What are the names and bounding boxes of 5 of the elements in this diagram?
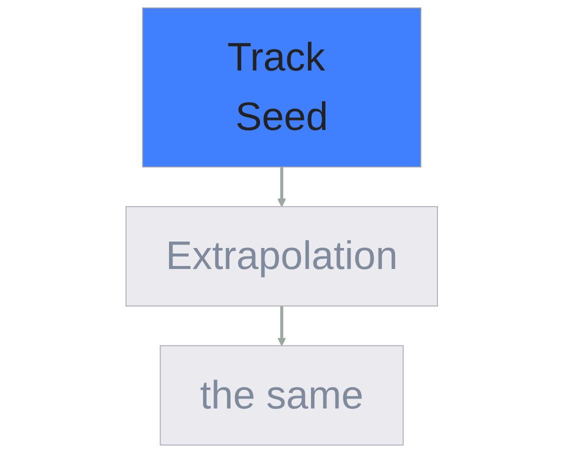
arrow xyxy=(277,306,286,346)
node-box: the same xyxy=(160,345,404,446)
arrow xyxy=(277,166,286,208)
node-box: Extrapolation xyxy=(125,206,438,306)
node-box: Track Seed xyxy=(142,7,422,168)
